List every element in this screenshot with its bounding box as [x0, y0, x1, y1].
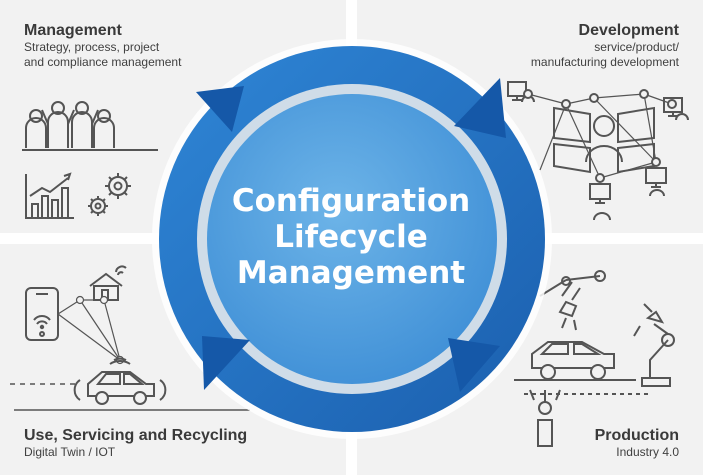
- center-title: Configuration Lifecycle Management: [201, 183, 501, 291]
- cycle-arrow-top-right: [454, 78, 506, 138]
- team-icon: [22, 101, 158, 151]
- gripper-icon: [529, 303, 675, 447]
- smart-home-icon: [89, 265, 127, 301]
- robot-arm-icon: [539, 270, 606, 331]
- inner-circle: [207, 94, 497, 384]
- use-servicing-label: Use, Servicing and Recycling Digital Twi…: [24, 427, 247, 460]
- development-label: Development service/product/ manufacturi…: [531, 22, 679, 70]
- management-subtitle-1: Strategy, process, project: [24, 40, 160, 54]
- connection-lines: [57, 295, 125, 365]
- development-title: Development: [578, 22, 679, 39]
- production-title: Production: [594, 427, 679, 444]
- development-subtitle-2: manufacturing development: [530, 55, 679, 69]
- management-title: Management: [24, 22, 122, 39]
- cycle-arrow-top-left: [196, 86, 244, 132]
- management-subtitle-2: and compliance management: [24, 55, 182, 69]
- center-title-line-1: Configuration: [231, 183, 471, 219]
- development-subtitle-1: service/product/: [594, 40, 679, 54]
- gears-icon: [88, 173, 131, 216]
- cycle-arrow-bottom-left: [202, 336, 250, 390]
- developer-network-icon: [507, 81, 689, 221]
- production-subtitle: Industry 4.0: [616, 445, 679, 459]
- management-label: Management Strategy, process, project an…: [24, 22, 181, 70]
- center-title-line-3: Management: [236, 255, 466, 291]
- car-body-icon: [514, 341, 650, 395]
- smartphone-wifi-icon: [25, 287, 59, 341]
- connected-car-icon: [73, 357, 167, 405]
- road-lines: [10, 383, 250, 411]
- growth-chart-icon: [25, 172, 74, 219]
- use-servicing-subtitle: Digital Twin / IOT: [24, 445, 116, 459]
- cycle-arrow-bottom-right: [448, 338, 500, 392]
- production-label: Production Industry 4.0: [595, 427, 679, 460]
- use-servicing-title: Use, Servicing and Recycling: [24, 427, 248, 444]
- center-title-line-2: Lifecycle: [274, 219, 428, 255]
